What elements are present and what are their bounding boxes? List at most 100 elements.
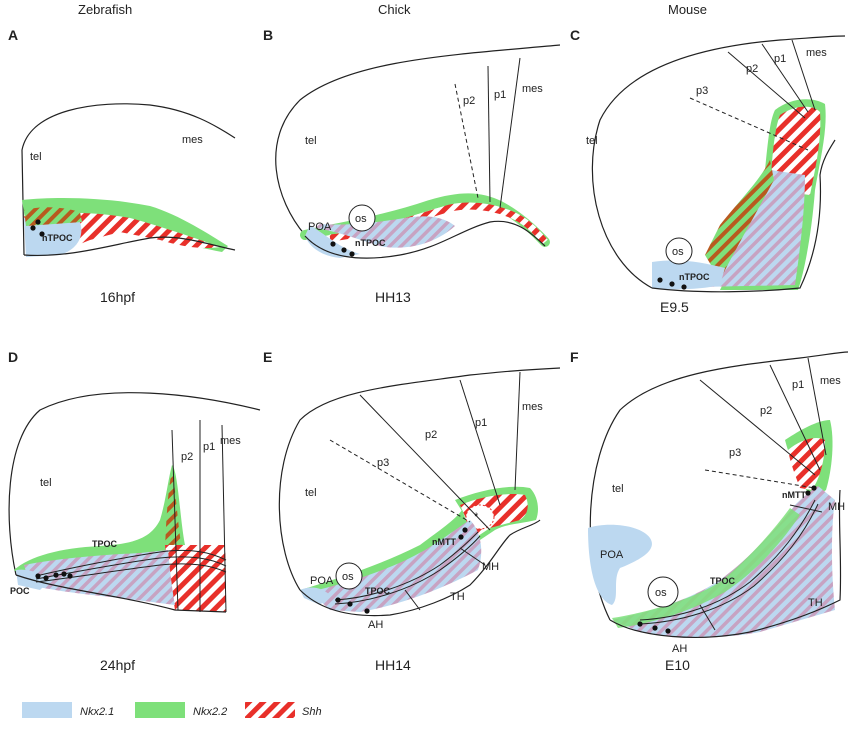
th-ah-boundary (699, 604, 716, 631)
label-mes: mes (820, 375, 841, 387)
p1-boundary (761, 43, 809, 113)
neuron-dot (462, 527, 468, 533)
label-p2: p2 (181, 451, 193, 463)
label-mh: MH (828, 501, 845, 513)
tract-line (639, 499, 816, 621)
neuron-dot (341, 247, 347, 253)
neuron-dot (67, 573, 73, 579)
label-os: os (355, 213, 367, 225)
p2-boundary (359, 394, 491, 531)
ventral-outline (651, 139, 836, 293)
label-p3: p3 (729, 447, 741, 459)
p3-boundary-dashed (689, 97, 809, 151)
panel-letter: A (8, 27, 18, 43)
label-tpoc: TPOC (710, 576, 736, 586)
tract-line (334, 535, 481, 605)
p2-boundary (699, 379, 816, 476)
tract-line (334, 531, 479, 601)
label-nmtt: nMTT (782, 490, 806, 500)
neuron-dot (43, 575, 49, 581)
label-p3: p3 (377, 457, 389, 469)
shh-domain (165, 545, 226, 612)
nkx21-domain (24, 215, 82, 257)
label-nmtt: nMTT (432, 537, 456, 547)
ventral-outline (304, 220, 546, 259)
label-tel: tel (305, 135, 317, 147)
poa-nkx21 (588, 524, 652, 605)
stage-label: 24hpf (100, 657, 135, 673)
label-p1: p1 (494, 89, 506, 101)
label-mes: mes (220, 435, 241, 447)
panel-f: F tel p3 p2 p1 mes nMTT MH TH AH POA os … (570, 349, 849, 673)
panel-e: E tel p3 p2 p1 mes * nMTT MH TH AH POA o… (263, 349, 561, 673)
neuron-dot (637, 621, 643, 627)
label-p1: p1 (792, 379, 804, 391)
p2-boundary (171, 429, 179, 611)
label-mes: mes (522, 83, 543, 95)
nkx21-shh-overlap (612, 486, 835, 638)
label-mes: mes (182, 134, 203, 146)
label-mh: MH (482, 561, 499, 573)
p1-boundary (459, 379, 501, 506)
neuron-dot (330, 241, 336, 247)
nkx21-domain (652, 260, 725, 290)
mh-boundary (789, 504, 823, 513)
label-poa: POA (310, 575, 334, 587)
label-poa: POA (600, 549, 624, 561)
legend: Nkx2.1 Nkx2.2 Shh (22, 702, 322, 718)
stage-label: HH14 (375, 657, 411, 673)
neuron-dot (669, 281, 675, 287)
mes-boundary (807, 357, 827, 456)
label-p2: p2 (746, 63, 758, 75)
panel-letter: C (570, 27, 580, 43)
nkx21-shh-overlap (315, 216, 455, 248)
legend-swatch-shh (245, 702, 295, 718)
label-tel: tel (612, 483, 624, 495)
legend-label-shh: Shh (302, 706, 322, 718)
column-header-chick: Chick (378, 2, 411, 17)
neuron-dot (349, 251, 355, 257)
label-p1: p1 (203, 441, 215, 453)
neuron-dot (30, 225, 36, 231)
neuron-dot (665, 628, 671, 634)
stage-label: E9.5 (660, 299, 689, 315)
neuron-dot (53, 572, 59, 578)
nkx21-shh-overlap (24, 550, 175, 605)
ventral-outline (23, 236, 236, 257)
panel-letter: E (263, 349, 272, 365)
label-os: os (655, 587, 667, 599)
optic-stalk (647, 576, 679, 608)
neuron-dot (458, 534, 464, 540)
overlap-domain (705, 160, 774, 280)
shh-domain (788, 438, 825, 490)
neuron-dot (35, 573, 41, 579)
label-tpoc: TPOC (365, 586, 391, 596)
label-os: os (672, 246, 684, 258)
legend-label-nkx22: Nkx2.2 (193, 706, 227, 718)
legend-label-nkx21: Nkx2.1 (80, 706, 114, 718)
label-p1: p1 (774, 53, 786, 65)
stage-label: E10 (665, 657, 690, 673)
legend-swatch-nkx21 (22, 702, 72, 718)
panel-d: D tel p2 p1 mes TPOC POC 24hpf (8, 349, 261, 673)
brain-outline (21, 103, 236, 256)
ventral-outline (15, 574, 227, 613)
panel-a: A tel mes nTPOC 16hpf (8, 27, 236, 305)
mes-boundary (499, 57, 521, 209)
panel-c: C tel p3 p2 p1 mes os nTPOC E9.5 (570, 27, 846, 315)
label-ah: AH (672, 643, 687, 655)
p1-boundary (487, 65, 491, 203)
neuron-dot (39, 231, 45, 237)
label-star: * (474, 511, 479, 523)
shh-free-zone (465, 504, 495, 530)
label-mes: mes (806, 47, 827, 59)
label-p2: p2 (425, 429, 437, 441)
p3-boundary-dashed (704, 469, 816, 489)
label-ntpoc: nTPOC (679, 272, 710, 282)
legend-swatch-nkx22 (135, 702, 185, 718)
panel-letter: D (8, 349, 18, 365)
nkx22-strip (612, 508, 800, 628)
label-tel: tel (586, 135, 598, 147)
optic-stalk (348, 204, 376, 232)
